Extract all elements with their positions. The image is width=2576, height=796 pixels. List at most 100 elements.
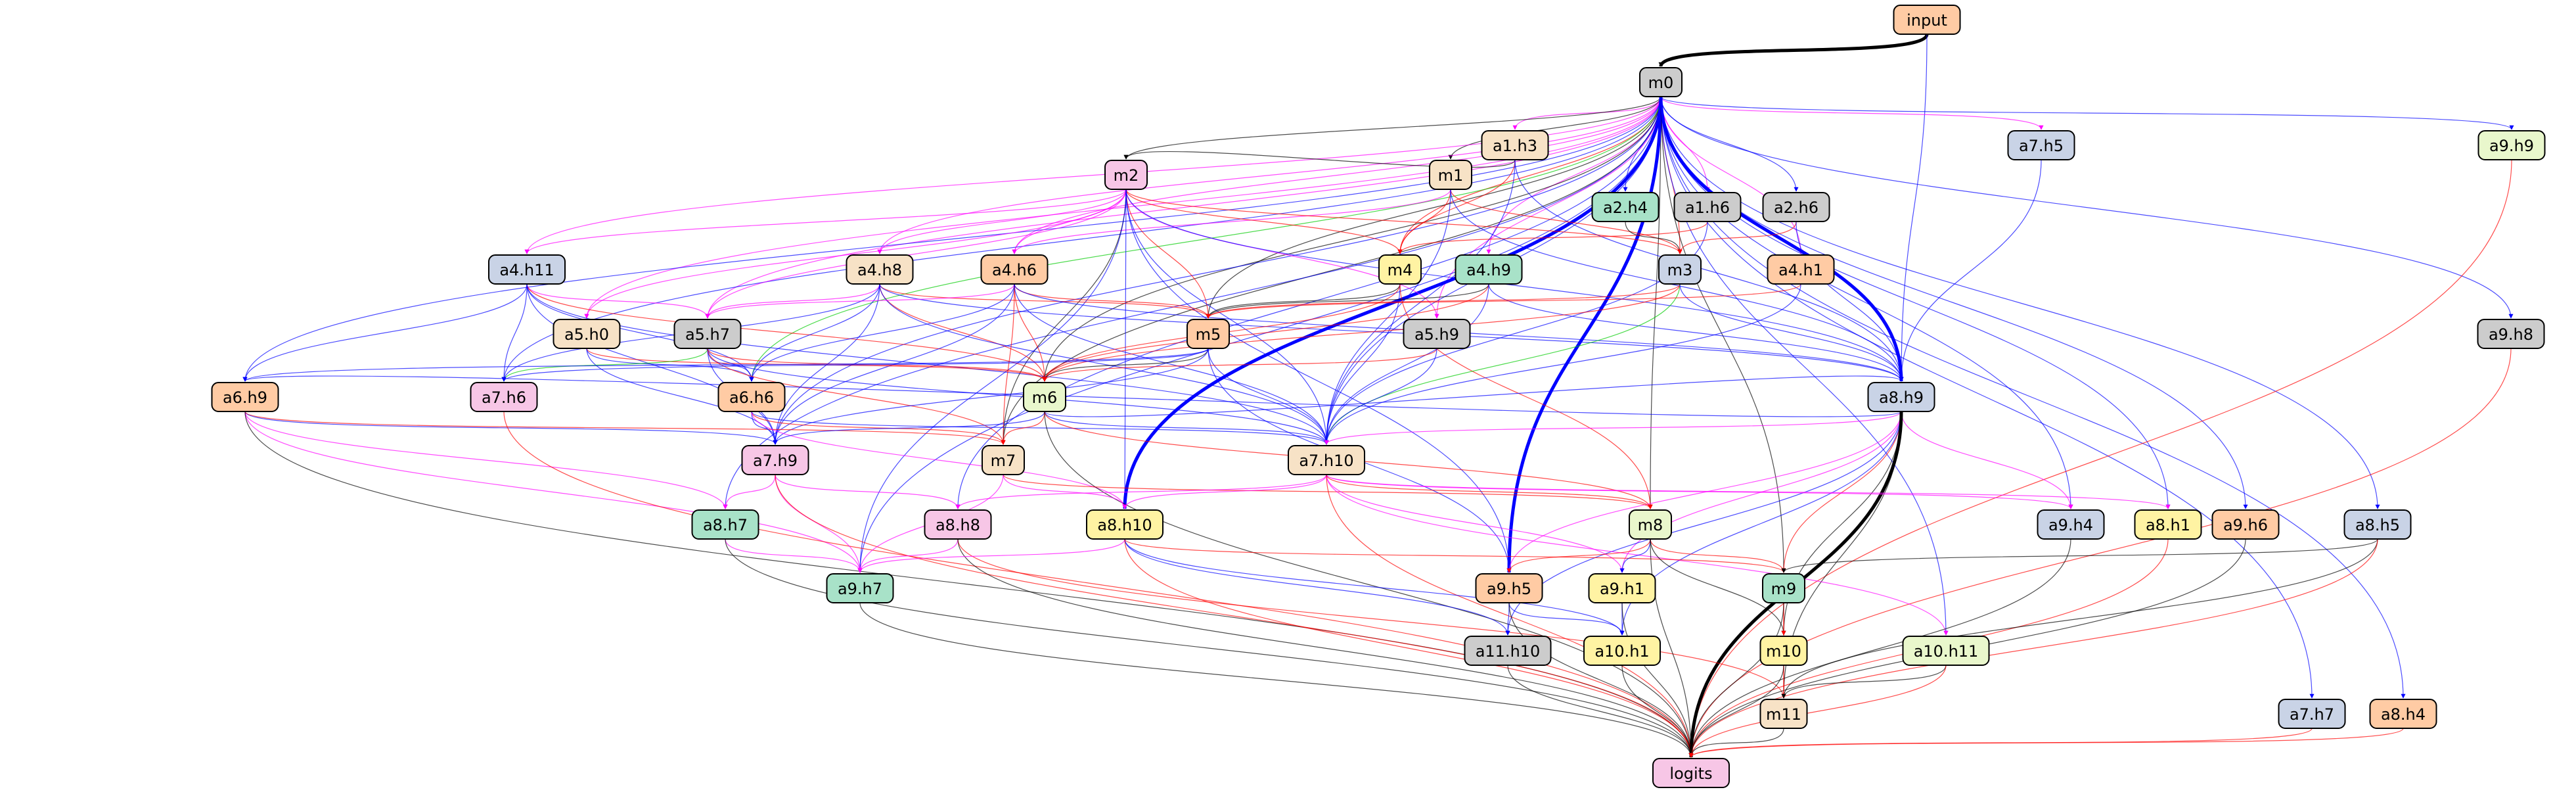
node-box — [691, 509, 759, 540]
node-a8-h10[interactable]: a8.h10 — [1086, 509, 1164, 540]
edge-m0-to-a8-h1 — [1660, 96, 2171, 509]
edge-m4-to-a7-h10 — [1324, 283, 1401, 445]
node-a2-h4[interactable]: a2.h4 — [1591, 192, 1660, 222]
node-box — [2037, 509, 2105, 540]
node-a4-h1[interactable]: a4.h1 — [1767, 254, 1835, 285]
edge-a6-h6-to-a8-h10 — [751, 411, 1127, 509]
edge-a4-h8-to-a8-h9 — [879, 283, 1904, 382]
node-a6-h6[interactable]: a6.h6 — [717, 382, 786, 412]
node-m8[interactable]: m8 — [1629, 509, 1672, 540]
node-a10-h1[interactable]: a10.h1 — [1583, 636, 1661, 666]
edge-a6-h9-to-m7 — [244, 411, 1006, 445]
node-m4[interactable]: m4 — [1378, 254, 1422, 285]
node-a9-h5[interactable]: a9.h5 — [1475, 573, 1543, 603]
node-box — [488, 254, 566, 285]
edge-m1-to-a4-h6 — [1012, 189, 1451, 254]
node-a8-h9[interactable]: a8.h9 — [1867, 382, 1935, 412]
node-box — [980, 254, 1049, 285]
node-a8-h4[interactable]: a8.h4 — [2369, 699, 2437, 729]
node-label: a7.h6 — [482, 388, 526, 407]
node-a4-h6[interactable]: a4.h6 — [980, 254, 1049, 285]
edge-a5-h9-to-m6 — [1042, 348, 1437, 382]
node-a7-h6[interactable]: a7.h6 — [470, 382, 538, 412]
node-a2-h6[interactable]: a2.h6 — [1762, 192, 1830, 222]
node-a5-h0[interactable]: a5.h0 — [553, 319, 621, 349]
edge-a8-h5-to-logits — [1688, 538, 2378, 758]
node-a1-h6[interactable]: a1.h6 — [1673, 192, 1742, 222]
node-m10[interactable]: m10 — [1759, 636, 1808, 666]
node-a8-h8[interactable]: a8.h8 — [924, 509, 992, 540]
node-m1[interactable]: m1 — [1429, 160, 1472, 190]
node-label: a5.h9 — [1414, 325, 1459, 344]
node-a9-h8[interactable]: a9.h8 — [2477, 319, 2545, 349]
node-a5-h9[interactable]: a5.h9 — [1403, 319, 1471, 349]
node-box — [1288, 445, 1365, 475]
edge-m5-to-a6-h9 — [242, 348, 1209, 382]
node-a6-h9[interactable]: a6.h9 — [211, 382, 279, 412]
node-a9-h6[interactable]: a9.h6 — [2211, 509, 2280, 540]
edge-m1-to-m3 — [1450, 189, 1683, 254]
node-a7-h5[interactable]: a7.h5 — [2007, 130, 2075, 160]
node-m9[interactable]: m9 — [1762, 573, 1805, 603]
node-a7-h10[interactable]: a7.h10 — [1288, 445, 1365, 475]
edge-a9-h8-to-logits — [1688, 348, 2512, 758]
edge-a8-h7-to-a9-h7 — [725, 538, 863, 573]
node-a7-h9[interactable]: a7.h9 — [741, 445, 809, 475]
edge-a4-h6-to-a5-h7 — [705, 283, 1015, 319]
node-label: input — [1907, 11, 1947, 30]
node-m2[interactable]: m2 — [1104, 160, 1148, 190]
edge-a9-h1-to-logits — [1621, 602, 1694, 758]
node-a9-h9[interactable]: a9.h9 — [2477, 130, 2546, 160]
node-m7[interactable]: m7 — [982, 445, 1025, 475]
node-label: a1.h6 — [1685, 199, 1730, 217]
edge-a2-h6-to-a8-h9 — [1796, 221, 1904, 382]
node-a10-h11[interactable]: a10.h11 — [1902, 636, 1990, 666]
edge-m6-to-m7 — [1001, 411, 1045, 445]
node-a1-h3[interactable]: a1.h3 — [1481, 130, 1549, 160]
edge-m0-to-a6-h9 — [242, 96, 1661, 382]
node-box — [2134, 509, 2202, 540]
node-m11[interactable]: m11 — [1759, 699, 1808, 729]
node-a11-h10[interactable]: a11.h10 — [1464, 636, 1552, 666]
edge-m2-to-a8-h9 — [1125, 189, 1904, 382]
node-logits[interactable]: logits — [1652, 758, 1730, 788]
edge-a9-h7-to-logits — [859, 602, 1694, 758]
node-box — [673, 319, 742, 349]
node-label: a8.h5 — [2355, 516, 2400, 534]
node-label: a9.h1 — [1600, 580, 1644, 598]
node-a7-h7[interactable]: a7.h7 — [2278, 699, 2346, 729]
node-a9-h1[interactable]: a9.h1 — [1588, 573, 1656, 603]
node-a4-h8[interactable]: a4.h8 — [846, 254, 914, 285]
node-box — [1673, 192, 1742, 222]
node-box — [924, 509, 992, 540]
edge-a4-h8-to-m5 — [879, 283, 1211, 319]
node-a9-h7[interactable]: a9.h7 — [826, 573, 894, 603]
node-a5-h7[interactable]: a5.h7 — [673, 319, 742, 349]
node-a8-h1[interactable]: a8.h1 — [2134, 509, 2202, 540]
edge-a8-h8-to-a9-h7 — [857, 538, 959, 573]
edge-a1-h6-to-m4 — [1397, 221, 1708, 254]
node-label: m10 — [1766, 642, 1801, 661]
edge-a6-h9-to-a7-h9 — [244, 411, 778, 445]
node-label: a7.h5 — [2019, 137, 2064, 155]
node-input[interactable]: input — [1893, 5, 1961, 35]
node-a9-h4[interactable]: a9.h4 — [2037, 509, 2105, 540]
node-m3[interactable]: m3 — [1658, 254, 1702, 285]
edge-m8-to-a9-h5 — [1506, 538, 1651, 573]
node-m0[interactable]: m0 — [1639, 67, 1683, 97]
node-label: logits — [1669, 764, 1712, 783]
node-box — [2477, 130, 2546, 160]
node-m5[interactable]: m5 — [1186, 319, 1230, 349]
edge-a6-h6-to-a7-h9 — [751, 411, 778, 445]
node-label: a5.h0 — [564, 325, 609, 344]
node-label: m3 — [1667, 261, 1693, 279]
node-a8-h7[interactable]: a8.h7 — [691, 509, 759, 540]
node-box — [1902, 636, 1990, 666]
node-m6[interactable]: m6 — [1023, 382, 1066, 412]
node-label: a9.h5 — [1487, 580, 1531, 598]
edge-m0-to-a4-h8 — [877, 96, 1661, 254]
node-a8-h5[interactable]: a8.h5 — [2343, 509, 2412, 540]
node-a4-h9[interactable]: a4.h9 — [1455, 254, 1523, 285]
edge-m0-to-a9-h9 — [1660, 96, 2514, 130]
node-a4-h11[interactable]: a4.h11 — [488, 254, 566, 285]
